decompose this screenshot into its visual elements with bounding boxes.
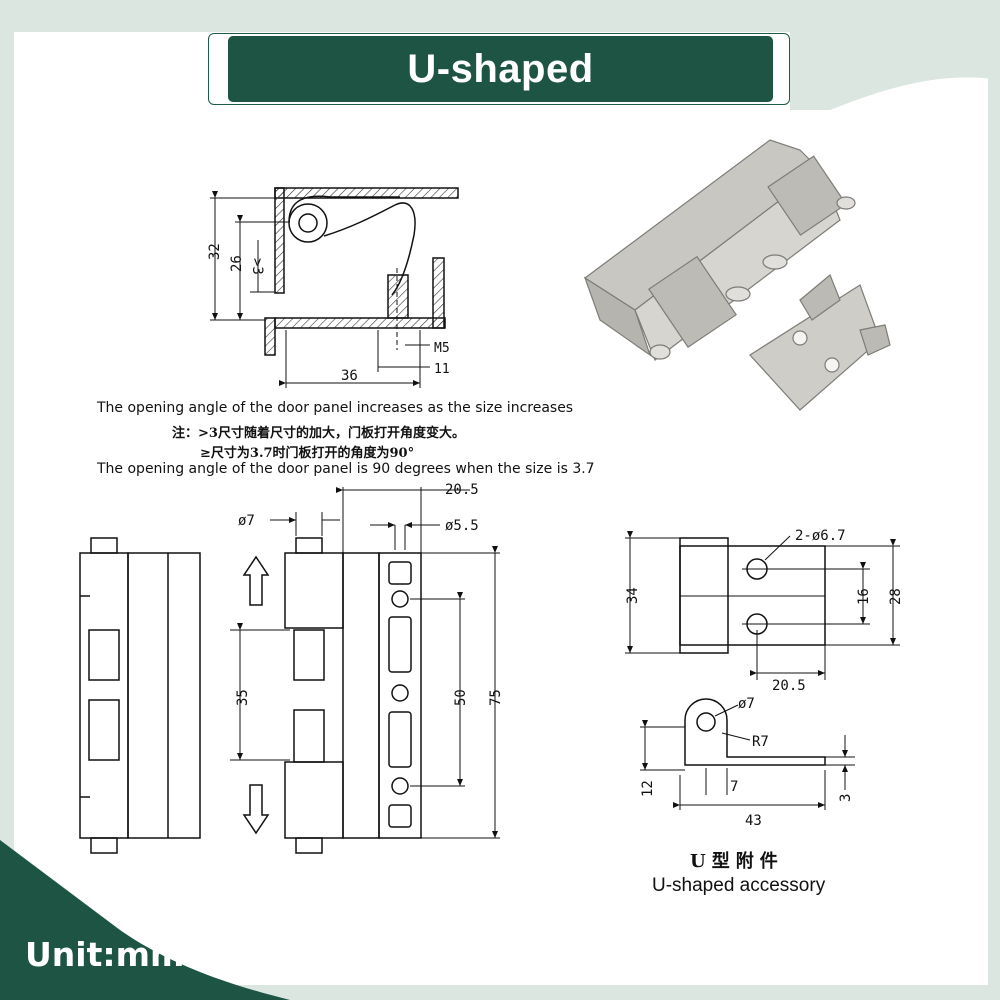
dim-acc-28: 28 <box>888 588 904 605</box>
dim-acc-phi7: ø7 <box>738 696 755 712</box>
dim-acc-16: 16 <box>856 588 872 605</box>
note-cn-line1: 注：>3尺寸随着尺寸的加大，门板打开角度变大。 <box>172 426 465 441</box>
dim-acc-34: 34 <box>625 587 641 604</box>
dim-36: 36 <box>341 368 358 384</box>
dim-26: 26 <box>229 255 245 272</box>
dim-11: 11 <box>434 362 450 377</box>
dim-acc-r7: R7 <box>752 734 769 750</box>
page-title: U-shaped <box>407 46 594 91</box>
dim-acc-holes: 2-ø6.7 <box>795 528 846 544</box>
front-view-open <box>230 487 500 854</box>
dim-acc-12: 12 <box>640 780 656 797</box>
title-banner: U-shaped <box>228 36 773 102</box>
note-en-line2: The opening angle of the door panel is 9… <box>97 461 595 477</box>
accessory-top-view <box>625 531 900 680</box>
dim-acc-20-5: 20.5 <box>772 678 806 694</box>
dim-75: 75 <box>488 689 504 706</box>
dim-32: 32 <box>207 243 223 260</box>
accessory-side-view <box>640 698 855 810</box>
dim-acc-3: 3 <box>838 794 854 802</box>
dim-50: 50 <box>453 689 469 706</box>
unit-label: Unit:mm <box>25 935 185 974</box>
dim-phi5-5: ø5.5 <box>445 518 479 534</box>
dim-phi7: ø7 <box>238 513 255 529</box>
side-section-view <box>210 187 459 388</box>
accessory-label-en: U-shaped accessory <box>652 875 826 896</box>
dim-35: 35 <box>235 689 251 706</box>
dim-m5: M5 <box>434 341 450 356</box>
front-view-closed <box>79 537 201 854</box>
hinge-product-photo <box>583 139 891 411</box>
dim-acc-7: 7 <box>730 779 738 795</box>
note-en-line1: The opening angle of the door panel incr… <box>97 400 574 416</box>
dim-20-5: 20.5 <box>445 482 479 498</box>
accessory-label-cn: U型附件 <box>690 851 784 872</box>
dim-gt3: >3 <box>249 258 265 275</box>
dim-acc-43: 43 <box>745 813 762 829</box>
note-cn-line2: ≥尺寸为3.7时门板打开的角度为90° <box>200 446 415 461</box>
